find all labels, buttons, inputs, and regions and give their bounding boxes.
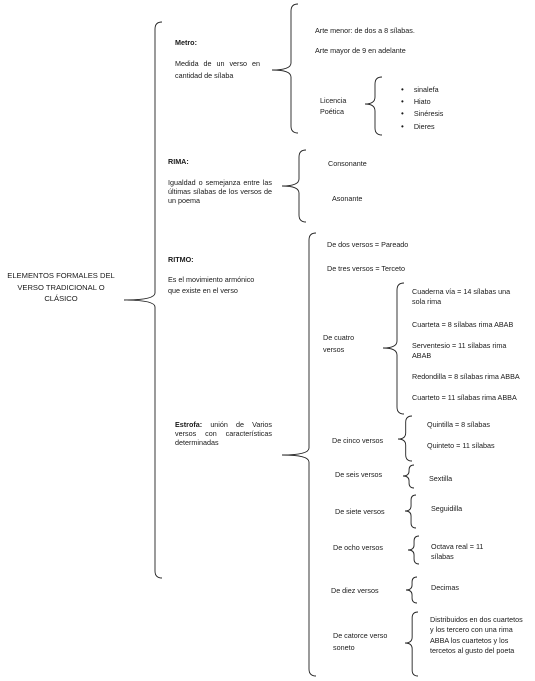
root-node-title: ELEMENTOS FORMALES DEL VERSO TRADICIONAL… [7,271,115,303]
octava-real-node: Octava real = 11 sílabas [431,542,484,561]
arte-menor-node: Arte menor: de dos a 8 sílabas. [315,26,415,35]
pareado-node: De dos versos = Pareado [327,240,409,249]
terceto-node: De tres versos = Terceto [327,264,405,273]
seis-versos-brace [402,464,415,489]
metro-title: Metro: [175,38,197,47]
diez-versos-brace [405,576,418,604]
cuaderna-via-node: Cuaderna vía = 14 sílabas una sola rima [412,287,511,307]
catorce-versos-brace [404,611,419,677]
licencia-item: Hiato [401,96,443,108]
ritmo-description: Es el movimiento armónico que existe en … [168,275,255,295]
rima-brace [281,149,307,223]
estrofa-title: Estrofa: [175,420,203,429]
licencia-poetica-node: Licencia Poética [320,96,347,116]
cuarteto-node: Cuarteto = 11 sílabas rima ABBA [412,393,517,402]
ritmo-title: RITMO: [168,255,194,264]
diez-versos-label: De diez versos [331,586,379,595]
cuatro-versos-brace [382,282,405,415]
quintilla-node: Quintilla = 8 sílabas [427,420,490,429]
seis-versos-label: De seis versos [335,470,383,479]
estrofa-brace [281,232,317,677]
licencia-brace [364,76,383,136]
rima-description: Igualdad o semejanza entre las últimas s… [168,178,272,206]
licencia-item: Dieres [401,121,443,133]
ocho-versos-label: De ocho versos [333,543,383,552]
sextilla-node: Sextilla [429,474,453,483]
arte-mayor-node: Arte mayor de 9 en adelante [315,46,406,55]
licencias-list: sinalefa Hiato Sinéresis Dieres [401,84,444,133]
decimas-node: Decimas [431,583,459,592]
soneto-node: Distribuidos en dos cuartetos y los terc… [430,615,523,655]
estrofa-description: Estrofa: unión de Varios versos con cara… [175,420,272,448]
cinco-versos-brace [397,415,413,462]
cinco-versos-label: De cinco versos [332,436,384,445]
metro-description: Medida de un verso en cantidad de sílaba [175,59,260,80]
redondilla-node: Redondilla = 8 sílabas rima ABBA [412,372,520,381]
metro-brace [271,3,299,134]
cuatro-versos-label: De cuatro versos [323,333,355,354]
serventesio-node: Serventesio = 11 sílabas rima ABAB [412,341,507,361]
siete-versos-label: De siete versos [335,507,385,516]
asonante-node: Asonante [332,194,363,203]
estrofa-description-text: unión de Varios versos con característic… [175,420,272,448]
root-brace [123,21,163,579]
quinteto-node: Quinteto = 11 sílabas [427,441,495,450]
siete-versos-brace [404,494,417,529]
seguidilla-node: Seguidilla [431,504,463,513]
cuarteta-node: Cuarteta = 8 sílabas rima ABAB [412,320,514,329]
ocho-versos-brace [407,535,420,565]
catorce-versos-label: De catorce verso soneto [333,631,388,652]
licencia-item: sinalefa [401,84,443,96]
rima-title: RIMA: [168,157,189,166]
licencia-item: Sinéresis [401,108,444,120]
consonante-node: Consonante [328,159,367,168]
